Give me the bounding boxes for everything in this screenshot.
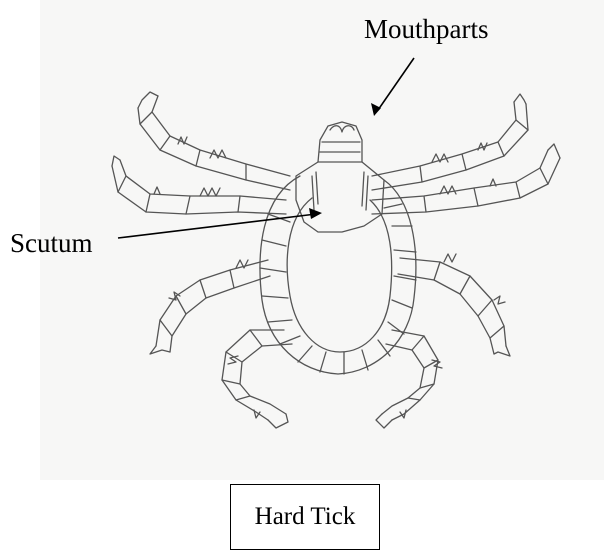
caption-box: Hard Tick (230, 484, 380, 550)
mouthparts-label: Mouthparts (364, 16, 489, 43)
diagram-caption: Hard Tick (231, 503, 379, 531)
paper-background (40, 0, 604, 480)
scutum-label: Scutum (10, 230, 93, 257)
